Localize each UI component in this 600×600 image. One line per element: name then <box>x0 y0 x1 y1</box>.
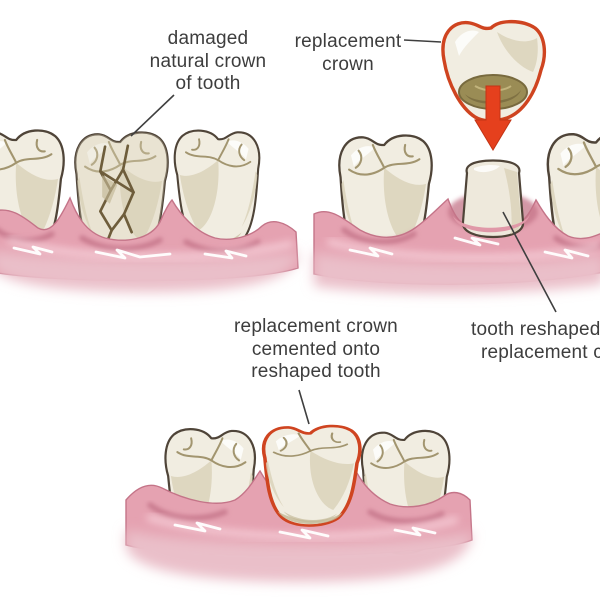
label-line: of tooth <box>175 73 241 94</box>
leader-line-replacement-crown <box>403 39 442 43</box>
cemented-crown-tooth <box>261 424 362 528</box>
label-line: cemented onto <box>251 338 381 360</box>
panel-reshaped-tooth <box>313 19 600 294</box>
down-arrow-icon <box>474 85 512 151</box>
gum-fade <box>0 251 298 292</box>
gum-highlights <box>173 521 437 540</box>
label-replacement-crown: replacement crown <box>278 31 418 76</box>
gum-highlights <box>348 236 590 260</box>
label-line: natural crown <box>149 50 267 72</box>
leader-line-damaged <box>130 94 175 137</box>
gum-fade <box>314 252 600 294</box>
gum-highlights <box>12 245 248 260</box>
label-line: tooth reshaped <box>471 319 600 340</box>
panel-damaged-tooth <box>0 130 299 292</box>
label-line: damaged <box>167 28 249 49</box>
label-line: crown <box>322 53 374 75</box>
label-damaged-crown: damaged natural crown of tooth <box>108 28 308 96</box>
gum-shadows <box>147 502 445 524</box>
label-line: replacement crown <box>234 316 398 337</box>
panel-cemented-crown <box>125 424 473 582</box>
label-tooth-reshaped: tooth reshaped replacement c <box>471 319 600 364</box>
leader-line-cemented <box>298 389 310 425</box>
label-line: reshaped tooth <box>251 361 381 382</box>
label-line: replacement c <box>481 341 600 363</box>
label-cemented-crown: replacement crown cemented onto reshaped… <box>216 316 416 384</box>
gum-shadows <box>0 228 261 254</box>
leader-line-reshaped <box>502 211 557 313</box>
gum-fade <box>126 530 472 582</box>
label-line: replacement <box>294 31 402 52</box>
leader-lines <box>130 39 557 425</box>
